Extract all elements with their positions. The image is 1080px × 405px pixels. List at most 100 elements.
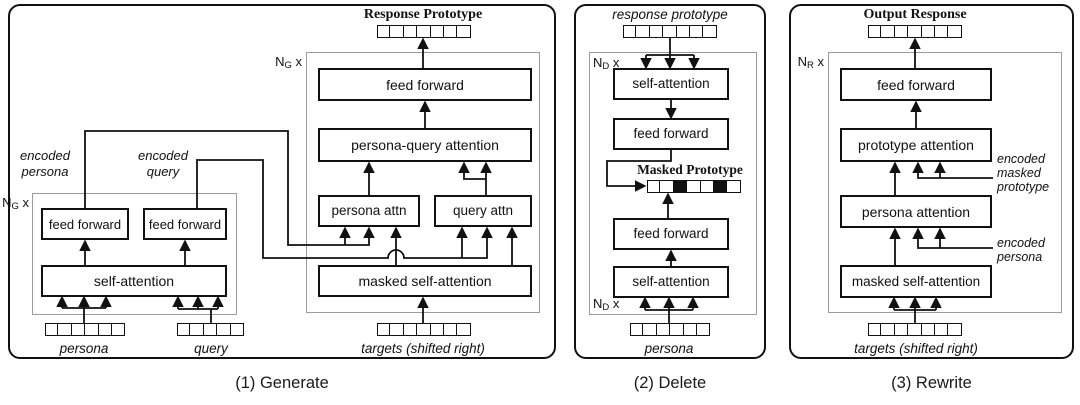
targets-input-label: targets (shifted right) [361, 341, 485, 356]
encoded-query-label: encoded query [138, 148, 188, 179]
token-cell [663, 25, 677, 38]
feed-forward-top-box: feed forward [613, 118, 729, 150]
persona-query-attention-box: persona-query attention [318, 128, 532, 162]
token-cell [417, 323, 431, 336]
masked-prototype-title: Masked Prototype [637, 162, 743, 177]
persona-input-strip [45, 323, 126, 336]
query-input-label: query [194, 341, 228, 356]
self-attention-top-box: self-attention [613, 68, 729, 100]
feed-forward-right-box: feed forward [143, 208, 227, 240]
token-cell [687, 180, 701, 193]
response-prototype-input-title: response prototype [612, 7, 728, 22]
token-cell [403, 323, 418, 336]
masked-self-attention-box: masked self-attention [318, 265, 532, 297]
persona-attn-box: persona attn [318, 195, 420, 227]
targets-input-strip [377, 323, 471, 336]
token-cell [921, 323, 935, 336]
token-cell [430, 323, 444, 336]
generate-decoder-repeat-label: NG x [275, 54, 302, 71]
token-cell [727, 180, 741, 193]
token-cell-masked [673, 180, 688, 193]
token-cell [45, 323, 59, 336]
output-response-title: Output Response [863, 7, 967, 22]
token-cell [623, 25, 637, 38]
token-cell [676, 25, 690, 38]
token-cell [934, 25, 949, 38]
panel-generate [8, 4, 556, 359]
token-cell [881, 25, 895, 38]
token-cell [636, 25, 650, 38]
token-cell [85, 323, 99, 336]
targets-input-label-rewrite: targets (shifted right) [854, 341, 978, 356]
encoded-persona-label-rewrite: encoded persona [997, 236, 1045, 264]
token-cell [894, 25, 909, 38]
persona-input-label: persona [59, 341, 109, 356]
token-cell [649, 25, 664, 38]
token-cell [948, 25, 962, 38]
response-prototype-input-strip [623, 25, 717, 38]
token-cell [908, 323, 922, 336]
token-cell [948, 323, 962, 336]
token-cell [217, 323, 231, 336]
token-cell [190, 323, 204, 336]
token-cell [921, 25, 935, 38]
token-cell [177, 323, 191, 336]
rewrite-repeat-label: NR x [797, 54, 824, 71]
token-cell [417, 25, 431, 38]
panel-delete [574, 4, 766, 359]
token-cell [868, 323, 882, 336]
token-cell [403, 25, 418, 38]
self-attention-box: self-attention [41, 265, 227, 297]
token-cell [377, 25, 391, 38]
token-cell [643, 323, 657, 336]
token-cell [934, 323, 949, 336]
token-cell [881, 323, 895, 336]
encoded-persona-label: encoded persona [20, 148, 70, 179]
token-cell [457, 25, 471, 38]
token-cell [647, 180, 661, 193]
panel-rewrite [789, 4, 1074, 359]
rewrite-block [828, 52, 1062, 313]
token-cell [71, 323, 86, 336]
token-cell [908, 25, 922, 38]
token-cell [390, 25, 404, 38]
self-attention-bottom-box: self-attention [613, 266, 729, 298]
token-cell [111, 323, 126, 336]
encoded-masked-prototype-label: encoded masked prototype [997, 152, 1050, 194]
token-cell [630, 323, 644, 336]
token-cell-masked [713, 180, 728, 193]
token-cell [377, 323, 391, 336]
targets-input-strip-rewrite [868, 323, 962, 336]
token-cell [868, 25, 882, 38]
delete-repeat-label-bottom: ND x [593, 296, 620, 313]
token-cell [230, 323, 244, 336]
token-cell [98, 323, 112, 336]
prototype-attention-box: prototype attention [840, 128, 992, 162]
caption-rewrite: (3) Rewrite [891, 374, 972, 392]
persona-input-strip-delete [630, 323, 711, 336]
token-cell [683, 323, 697, 336]
response-prototype-title: Response Prototype [363, 7, 483, 22]
persona-input-label-delete: persona [644, 341, 694, 356]
generate-encoder-repeat-label: NG x [2, 195, 29, 212]
token-cell [203, 323, 218, 336]
delete-repeat-label-top: ND x [593, 55, 620, 72]
token-cell [703, 25, 717, 38]
caption-delete: (2) Delete [633, 374, 707, 392]
feed-forward-box-rewrite: feed forward [840, 68, 992, 101]
feed-forward-bottom-box: feed forward [613, 218, 729, 250]
query-attn-box: query attn [434, 195, 532, 227]
token-cell [443, 323, 458, 336]
token-cell [660, 180, 674, 193]
output-response-strip [868, 25, 962, 38]
masked-self-attention-box-rewrite: masked self-attention [840, 265, 992, 298]
token-cell [443, 25, 458, 38]
token-cell [670, 323, 684, 336]
token-cell [894, 323, 909, 336]
token-cell [696, 323, 711, 336]
persona-attention-box: persona attention [840, 195, 992, 228]
caption-generate: (1) Generate [235, 374, 329, 392]
token-cell [457, 323, 471, 336]
response-prototype-strip [377, 25, 471, 38]
